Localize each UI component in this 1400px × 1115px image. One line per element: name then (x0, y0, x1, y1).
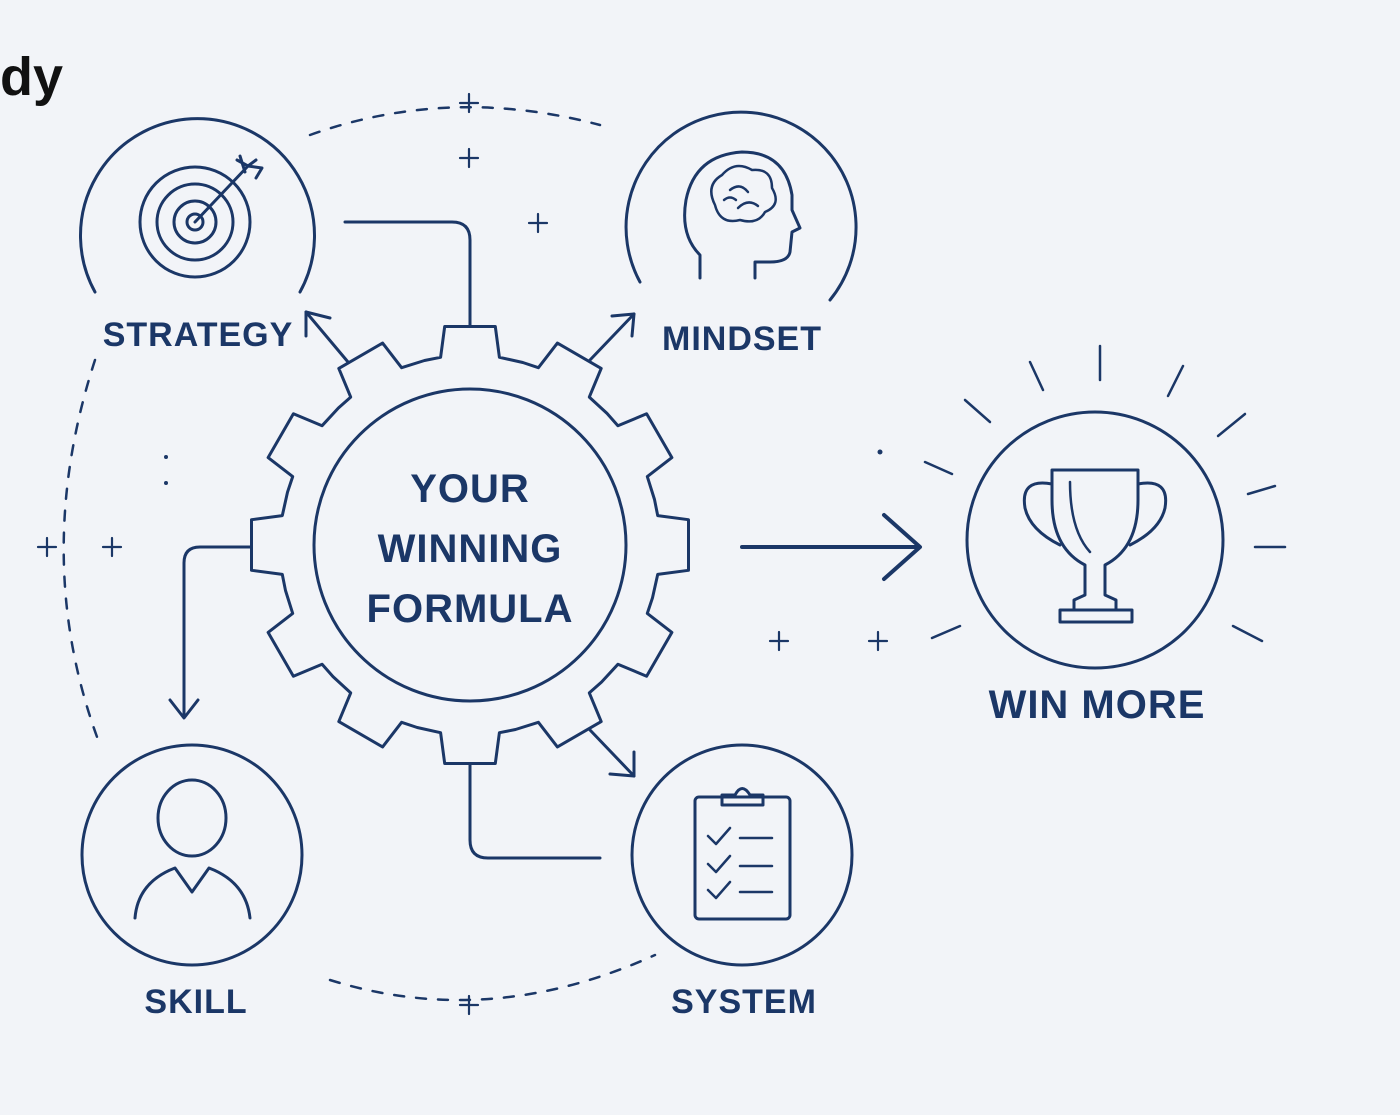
page-title-fragment: dy (0, 47, 63, 107)
win-more-label: WIN MORE (989, 683, 1206, 727)
arrow-to-system (588, 728, 636, 778)
strategy-node: STRATEGY (79, 117, 316, 354)
system-node: SYSTEM (630, 743, 854, 1021)
system-label: SYSTEM (671, 983, 817, 1021)
decorative-plus-marks (36, 92, 889, 1016)
clipboard-checklist-icon (693, 787, 792, 921)
trophy-icon (1022, 468, 1168, 624)
skill-label: SKILL (144, 983, 247, 1021)
target-icon (138, 154, 264, 279)
arrow-to-strategy (304, 310, 350, 364)
win-more-node: WIN MORE (923, 344, 1287, 727)
brain-head-icon (683, 150, 802, 280)
center-title-line-3: FORMULA (367, 587, 574, 631)
mindset-node: MINDSET (624, 110, 858, 358)
center-title-line-1: YOUR (410, 467, 530, 511)
center-title-line-2: WINNING (378, 527, 563, 571)
connector-strategy (343, 220, 472, 332)
strategy-label: STRATEGY (103, 316, 294, 354)
connectors (168, 220, 922, 860)
connector-system (468, 758, 602, 860)
person-icon (133, 778, 252, 920)
gear-icon (250, 325, 690, 765)
sparkle-rays (923, 344, 1287, 643)
arrow-to-mindset (588, 312, 636, 362)
dashed-orbit (62, 105, 657, 1002)
mindset-label: MINDSET (662, 320, 822, 358)
skill-node: SKILL (80, 743, 304, 1021)
connector-skill (182, 545, 252, 717)
